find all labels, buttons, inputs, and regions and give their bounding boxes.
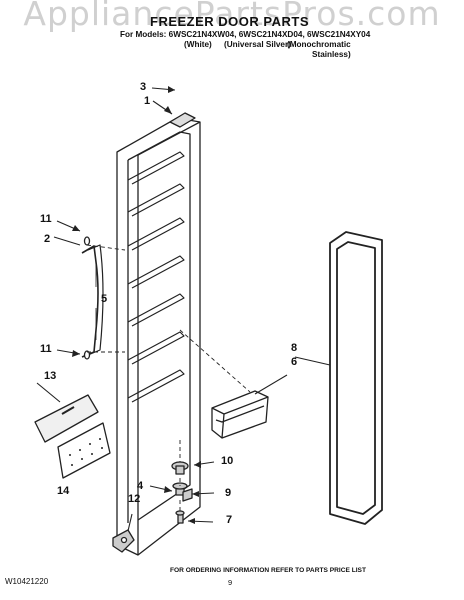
callout-13: 13	[44, 370, 57, 382]
trim-cover	[34, 394, 99, 443]
alignment-lines	[86, 244, 251, 511]
watermark: AppliancePartsPros.com	[23, 0, 441, 33]
callout-8: 8	[291, 342, 298, 354]
handle	[81, 244, 104, 358]
callout-5: 5	[101, 293, 108, 305]
door-panel	[116, 112, 201, 556]
callout-7: 7	[226, 514, 233, 526]
ordering-note: FOR ORDERING INFORMATION REFER TO PARTS …	[170, 567, 366, 574]
mounting-plate	[57, 422, 111, 479]
callout-11-bottom: 11	[40, 343, 52, 355]
door-gasket	[329, 231, 383, 525]
callout-2: 2	[44, 233, 51, 245]
callout-3: 3	[140, 81, 147, 93]
callout-4: 4	[137, 480, 144, 492]
callout-10: 10	[221, 455, 234, 467]
doc-number: W10421220	[5, 577, 49, 586]
finish-mono: (Monochromatic	[287, 40, 351, 49]
finish-silver: (Universal Silver)	[224, 40, 291, 49]
finish-white: (White)	[184, 40, 212, 49]
model-list: For Models: 6WSC21N4XW04, 6WSC21N4XD04, …	[120, 30, 370, 60]
callout-12: 12	[128, 493, 141, 505]
callout-1: 1	[144, 95, 151, 107]
callout-11-top: 11	[40, 213, 52, 225]
callout-6: 6	[291, 356, 298, 368]
finish-stainless: Stainless)	[312, 50, 351, 59]
screw-bottom	[83, 350, 91, 360]
door-bin	[211, 390, 269, 439]
screw-top	[83, 236, 91, 246]
page-title: FREEZER DOOR PARTS	[150, 14, 309, 29]
callout-9: 9	[225, 487, 232, 499]
page-number: 9	[228, 578, 233, 587]
arrow-heads	[72, 86, 201, 524]
models-line: For Models: 6WSC21N4XW04, 6WSC21N4XD04, …	[120, 30, 371, 39]
callout-14: 14	[57, 485, 70, 497]
